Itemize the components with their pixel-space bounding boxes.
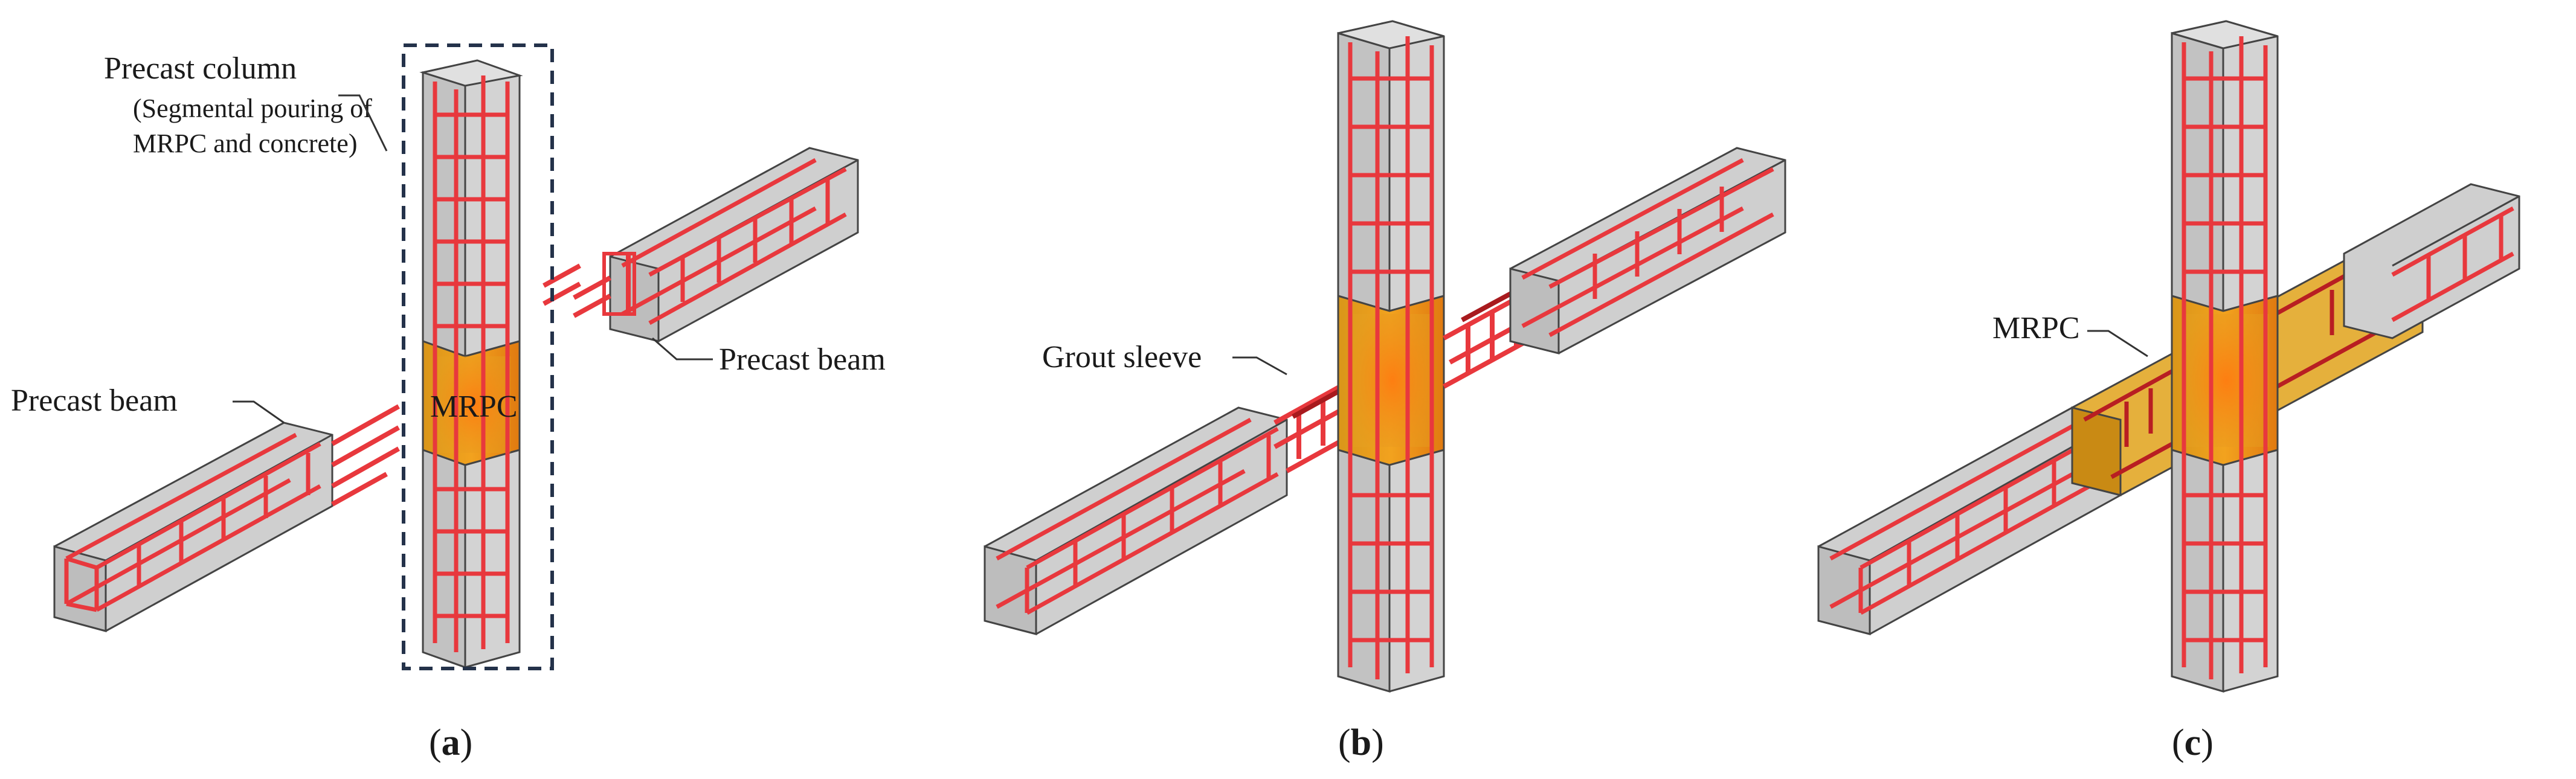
precast-beam-left — [53, 404, 400, 632]
precast-beam-left-c — [1817, 406, 2122, 635]
precast-beam-left-b — [984, 406, 1288, 635]
caption-b: (b) — [1338, 722, 1384, 763]
precast-column-a — [419, 59, 523, 669]
precast-beam-right-b — [1509, 147, 1786, 354]
panel-b: Grout sleeve (b) — [984, 20, 1786, 763]
panel-a: Precast column (Segmental pouring of MRP… — [11, 43, 886, 763]
precast-column-b — [1337, 20, 1445, 693]
label-mrpc-c: MRPC — [1992, 311, 2080, 345]
label-mrpc-core: MRPC — [430, 390, 518, 424]
leader-mrpc-c — [2087, 330, 2148, 357]
precast-beam-right — [543, 147, 859, 342]
precast-column-c — [2171, 20, 2279, 693]
leader-grout-sleeve — [1232, 356, 1287, 376]
label-mrpc-and-concrete: MRPC and concrete) — [133, 129, 357, 158]
leader-precast-column — [338, 94, 388, 152]
panel-c: MRPC (c) — [1817, 20, 2520, 763]
caption-c: (c) — [2172, 722, 2214, 763]
precast-beam-right-c — [2343, 183, 2520, 339]
label-precast-column: Precast column — [104, 51, 297, 86]
caption-a: (a) — [429, 722, 472, 763]
label-precast-beam-left: Precast beam — [11, 383, 178, 418]
label-segmental-pouring: (Segmental pouring of — [133, 94, 372, 123]
precast-column-dashed-box — [402, 43, 554, 670]
label-precast-beam-right: Precast beam — [719, 342, 886, 377]
label-grout-sleeve: Grout sleeve — [1042, 340, 1202, 374]
leader-precast-beam-left — [233, 400, 285, 424]
leader-precast-beam-right — [652, 337, 713, 361]
